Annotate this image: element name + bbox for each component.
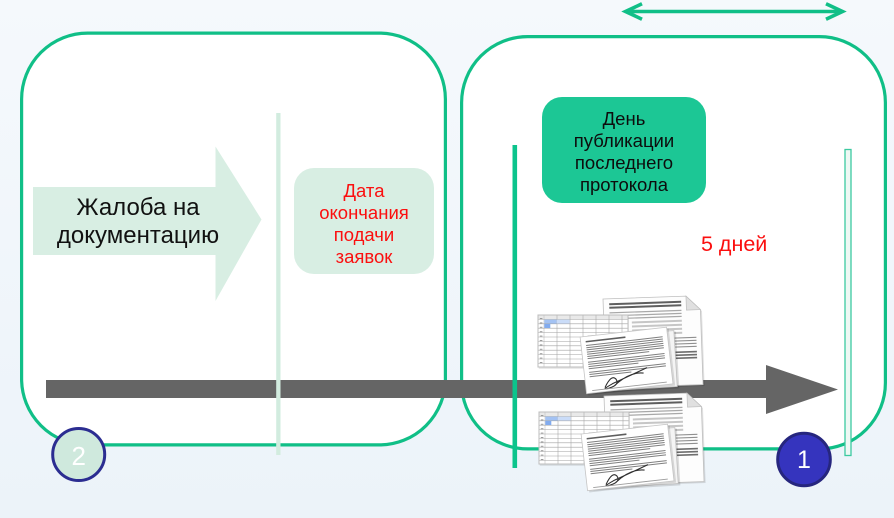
svg-text:2: 2 (71, 441, 85, 471)
svg-text:1: 1 (797, 446, 811, 474)
